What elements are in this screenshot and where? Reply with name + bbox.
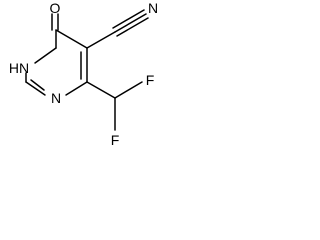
nh-label: HN	[9, 60, 29, 76]
bond-n1-c2	[25, 81, 46, 96]
nitrile-nitrogen-label: N	[148, 0, 158, 16]
bond-c-f-top	[114, 81, 143, 99]
bond-c4-c5	[55, 29, 88, 49]
bond-c6-n1	[65, 81, 88, 96]
fluorine-bottom-label: F	[111, 132, 120, 148]
fluorine-top-label: F	[146, 72, 155, 88]
oxygen-label: O	[50, 0, 61, 16]
bond-nitrile-1	[114, 13, 147, 33]
bond-c6-chf2	[86, 81, 116, 99]
bond-nitrile-2	[112, 9, 145, 29]
bond-n1-c2-inner	[30, 79, 45, 91]
chemical-structure-diagram: O HN N N F F	[9, 0, 158, 148]
nitrogen-label: N	[51, 90, 61, 106]
bond-n3-c4	[34, 47, 57, 64]
bond-nitrile-3	[116, 17, 149, 37]
bond-c5-cn	[86, 31, 116, 49]
